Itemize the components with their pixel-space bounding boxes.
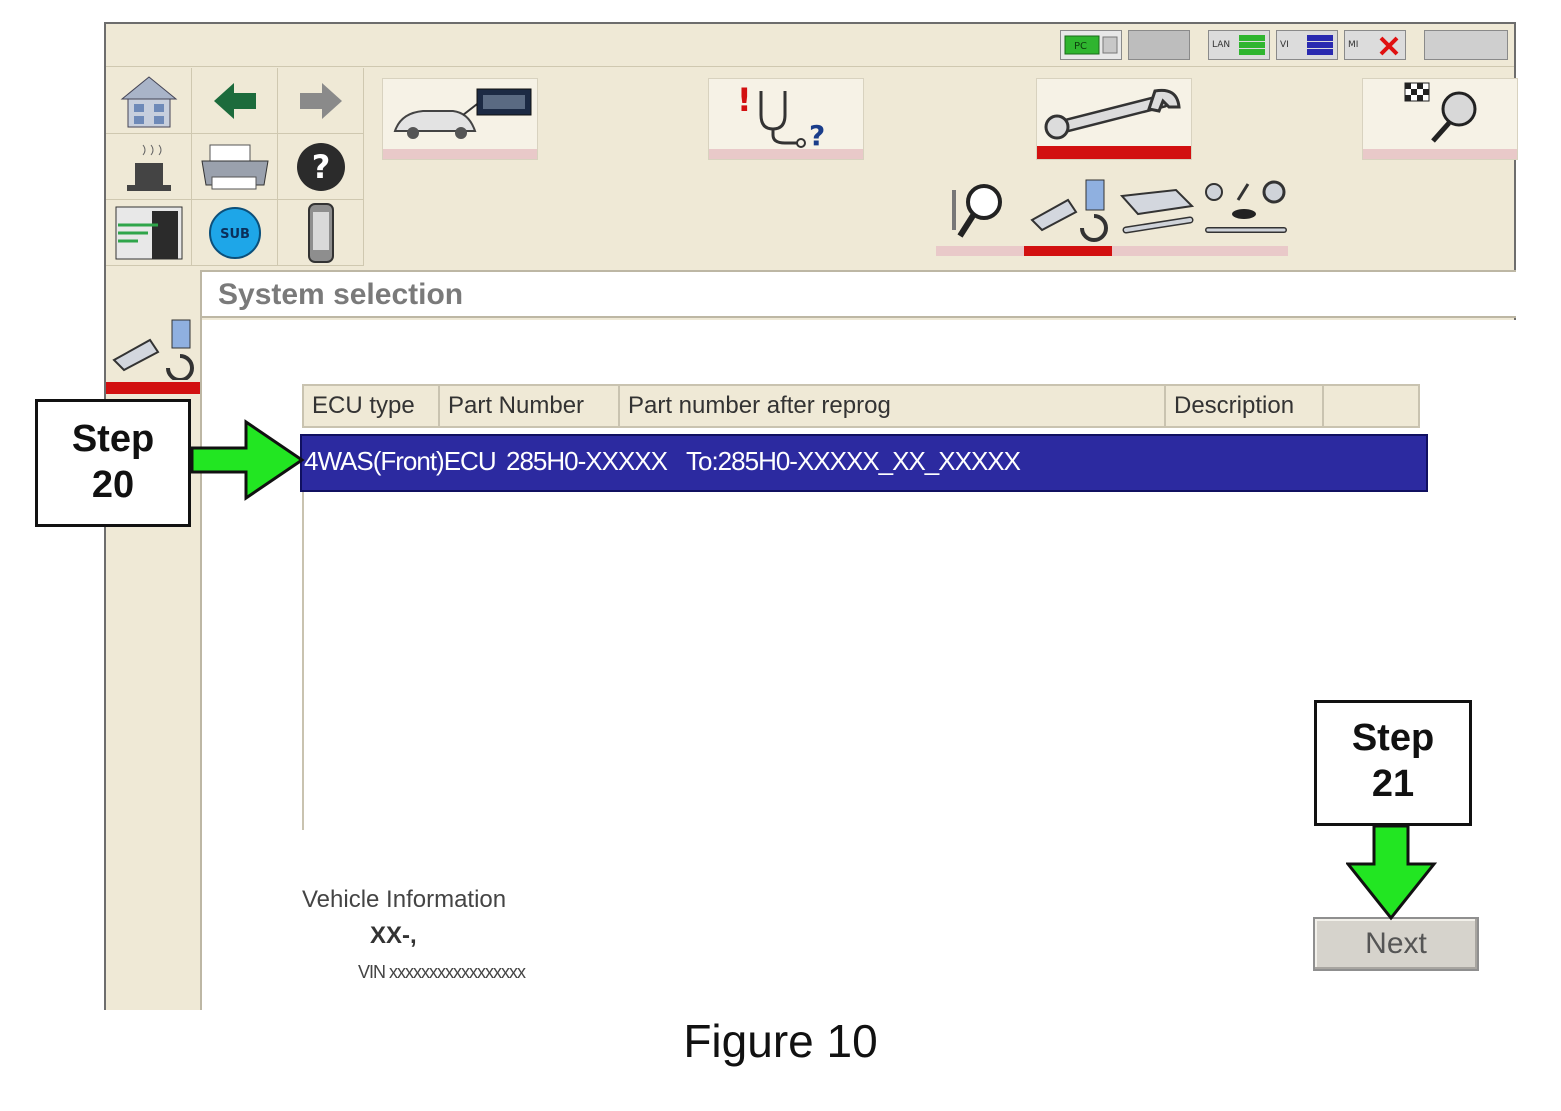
magnifier-icon [952, 184, 1002, 238]
tools-icon [1205, 180, 1287, 233]
green-arrow-right-icon [190, 419, 305, 501]
tab-underline [383, 149, 537, 159]
svg-text:SUB: SUB [220, 227, 250, 242]
cell-part-number: 285H0-XXXXX [506, 446, 668, 476]
step-21-number: 21 [1371, 763, 1415, 805]
stethoscope-icon: ! ? [737, 83, 825, 149]
table-border [302, 492, 304, 830]
home-button[interactable] [106, 68, 192, 134]
blank-indicator-right [1424, 30, 1508, 60]
table-row-selected[interactable]: 4WAS(Front)ECU 285H0-XXXXX To:285H0-XXXX… [300, 434, 1428, 492]
car-monitor-icon [393, 88, 532, 139]
repair-tab[interactable] [1036, 78, 1192, 160]
column-part-number[interactable]: Part Number [440, 386, 620, 426]
printer-icon [200, 144, 269, 189]
step-20-number: 20 [91, 464, 135, 506]
column-ecu-type[interactable]: ECU type [304, 386, 440, 426]
tab-underline-active [1037, 146, 1191, 159]
step-20-callout: Step 20 [35, 399, 191, 527]
vi-indicator: VI [1276, 30, 1338, 60]
lan-bars-icon [1239, 35, 1265, 55]
forward-button[interactable] [278, 68, 364, 134]
side-panel [106, 270, 202, 1010]
diagnosis-tab[interactable]: ! ? [708, 78, 864, 160]
forward-arrow-icon [299, 82, 342, 119]
app-window: PC LAN VI MI [104, 22, 1518, 1010]
screen-capture-icon [115, 206, 182, 259]
subtab-underline [1112, 246, 1200, 256]
step-21-label: Step [1351, 717, 1435, 759]
back-arrow-icon [213, 82, 256, 119]
page-title: System selection [218, 278, 464, 311]
mi-indicator: MI [1344, 30, 1406, 60]
vehicle-vin: VIN xxxxxxxxxxxxxxxxx [358, 962, 526, 982]
step-20-label: Step [71, 418, 155, 460]
lan-indicator: LAN [1208, 30, 1270, 60]
mode-underline [106, 382, 200, 394]
current-mode-indicator [106, 316, 200, 394]
help-button[interactable]: ? [278, 134, 364, 200]
cell-ecu-type: 4WAS(Front)ECU [304, 446, 497, 476]
subtab-underline [936, 246, 1024, 256]
cell-part-after-reprog: To:285H0-XXXXX_XX_XXXXX [686, 446, 1021, 476]
ecu-wrench-icon [1119, 188, 1195, 234]
status-bar: PC LAN VI MI [106, 24, 1514, 67]
checkered-flag-icon [1404, 82, 1477, 143]
search-tab[interactable] [936, 176, 1024, 256]
green-arrow-down-icon [1346, 824, 1438, 921]
table-header: ECU type Part Number Part number after r… [302, 384, 1420, 428]
reprogram-icon [1030, 179, 1108, 242]
coffee-break-button[interactable] [106, 134, 192, 200]
next-button[interactable]: Next [1313, 917, 1479, 971]
sub-icon: SUB [208, 206, 261, 259]
svg-text:?: ? [809, 119, 825, 149]
pc-connection-indicator: PC [1060, 30, 1122, 60]
sub-mode-button[interactable]: SUB [192, 200, 278, 266]
sport-tab[interactable] [1362, 78, 1518, 160]
help-icon: ? [296, 142, 345, 191]
reprogram-icon [112, 319, 194, 380]
page-header: System selection [202, 270, 1516, 318]
ecu-table: ECU type Part Number Part number after r… [300, 384, 1428, 830]
step-21-callout: Step 21 [1314, 700, 1472, 826]
svg-text:PC: PC [1074, 41, 1087, 52]
tab-underline [709, 149, 863, 159]
disconnected-x-icon [1379, 36, 1399, 56]
subtab-underline [1200, 246, 1288, 256]
vi-bars-icon [1307, 35, 1333, 55]
svg-text:?: ? [311, 148, 330, 186]
reprogramming-tab[interactable] [1024, 176, 1112, 256]
figure-caption: Figure 10 [683, 1015, 878, 1067]
blank-indicator [1128, 30, 1190, 60]
tab-underline [1363, 149, 1517, 159]
column-part-after-reprog[interactable]: Part number after reprog [620, 386, 1166, 426]
phone-icon [307, 202, 334, 263]
coffee-cup-icon [126, 144, 171, 191]
print-button[interactable] [192, 134, 278, 200]
phone-button[interactable] [278, 200, 364, 266]
settings-tab[interactable] [1200, 176, 1288, 256]
screen-capture-button[interactable] [106, 200, 192, 266]
svg-text:!: ! [737, 83, 752, 119]
home-icon [120, 75, 177, 127]
subtab-underline-active [1024, 246, 1112, 256]
programming-tab[interactable] [1112, 176, 1200, 256]
vehicle-model: XX-, [370, 922, 417, 949]
pc-connection-icon: PC [1064, 35, 1118, 55]
column-description[interactable]: Description [1166, 386, 1324, 426]
vehicle-ecu-tab[interactable] [382, 78, 538, 160]
vehicle-info-heading: Vehicle Information [302, 886, 507, 913]
wrench-icon [1044, 88, 1181, 140]
back-button[interactable] [192, 68, 278, 134]
